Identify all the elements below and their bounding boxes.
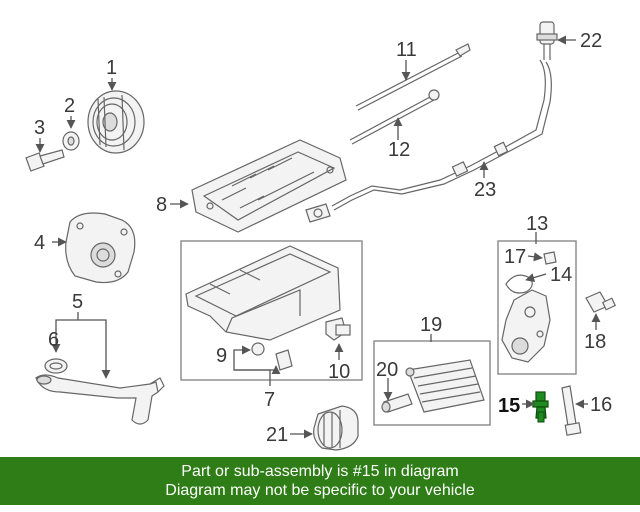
filter-adapter-group-box (497, 240, 577, 375)
oil-pump[interactable] (65, 212, 136, 284)
banner-line-1: Part or sub-assembly is #15 in diagram (181, 463, 459, 480)
callout-20: 20 (376, 359, 398, 381)
drain-plug-gasket[interactable] (251, 342, 265, 356)
callout-labels: 1 2 3 4 5 6 7 8 9 10 11 12 13 14 15 16 1… (34, 30, 612, 446)
callout-7: 7 (264, 389, 275, 411)
oil-cooler-group-box (373, 340, 491, 426)
oil-cooler[interactable] (405, 359, 485, 413)
oil-filter[interactable] (313, 405, 359, 451)
callout-11: 11 (396, 39, 417, 61)
lower-oil-pan[interactable] (185, 245, 341, 341)
callout-1: 1 (106, 57, 117, 79)
washer[interactable] (62, 131, 80, 151)
oil-pan-group-box (180, 240, 363, 381)
callout-8: 8 (156, 194, 167, 216)
info-banner: Part or sub-assembly is #15 in diagram D… (0, 457, 640, 505)
pickup-tube-o-ring[interactable] (44, 358, 68, 374)
callout-21: 21 (266, 424, 288, 446)
callout-9: 9 (216, 345, 227, 367)
callout-23: 23 (474, 179, 496, 201)
callout-3: 3 (34, 117, 45, 139)
callout-6: 6 (48, 329, 59, 351)
leader-lines (35, 35, 601, 439)
adapter-plug[interactable] (543, 251, 557, 265)
dipstick-tube[interactable] (349, 89, 440, 145)
oil-filter-adapter[interactable] (501, 289, 551, 363)
banner-line-2: Diagram may not be specific to your vehi… (165, 482, 475, 499)
callout-13: 13 (526, 213, 548, 235)
callout-15: 15 (498, 395, 520, 417)
callout-22: 22 (580, 30, 602, 52)
callout-18: 18 (584, 331, 606, 353)
adapter-gasket[interactable] (505, 274, 533, 294)
parts-diagram: 1 2 3 4 5 6 7 8 9 10 11 12 13 14 15 16 1… (25, 21, 617, 451)
tube-connector[interactable] (536, 21, 558, 60)
callout-16: 16 (590, 394, 612, 416)
callout-5: 5 (72, 291, 83, 313)
callout-17: 17 (504, 246, 526, 268)
highlighted-bolt[interactable] (532, 391, 549, 423)
oil-cooler-bolt[interactable] (381, 393, 413, 413)
crankshaft-pulley[interactable] (87, 90, 145, 154)
drain-plug[interactable] (275, 349, 293, 371)
oil-pickup-tube[interactable] (35, 374, 165, 425)
callout-19: 19 (420, 314, 442, 336)
callout-12: 12 (388, 139, 410, 161)
oil-pressure-sensor[interactable] (585, 291, 617, 313)
callout-10: 10 (328, 361, 350, 383)
upper-oil-pan[interactable] (191, 139, 347, 233)
oil-dipstick[interactable] (355, 43, 471, 111)
callout-4: 4 (34, 232, 45, 254)
long-bolt[interactable] (561, 385, 582, 436)
callout-14: 14 (550, 264, 572, 286)
callout-2: 2 (64, 95, 75, 117)
pulley-bolt[interactable] (25, 149, 65, 172)
oil-level-sensor[interactable] (325, 317, 351, 341)
dipstick-guide-tube[interactable] (305, 59, 552, 223)
